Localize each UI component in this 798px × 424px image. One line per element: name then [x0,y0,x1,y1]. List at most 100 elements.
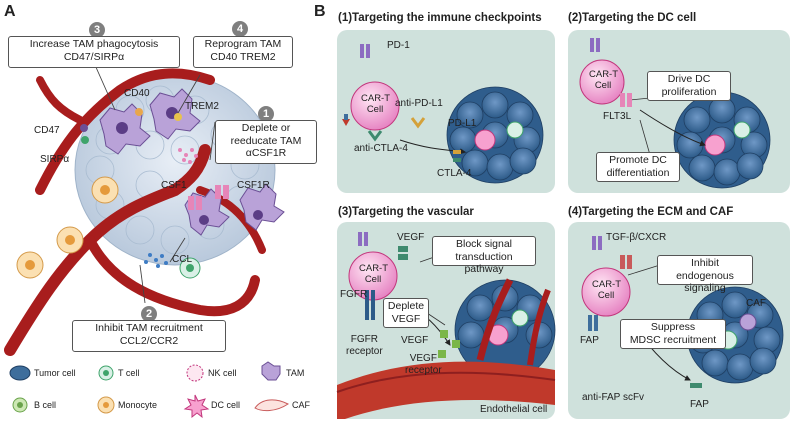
monocyte-cell [16,176,119,279]
blood-vessel-b3 [336,278,556,419]
pdl1-label: PD-L1 [448,118,477,129]
legend-dc-cell: DC cell [211,400,241,410]
promote-dc-line2: differentiation [606,166,670,179]
pd1-label: PD-1 [387,40,410,51]
step-4-badge: 4 [232,21,248,37]
fgfr-label: FGFR [340,289,368,300]
legend-t-cell: T cell [118,368,140,378]
step-1-box: Deplete or reeducate TAM αCSF1R [215,120,317,164]
legend-b-cell: B cell [34,400,57,410]
car-t-cells [348,59,631,317]
block-signal-box: Block signal transduction pathway [432,236,536,275]
vegf-receptor-line1: VEGF [409,353,437,364]
car-receptors [358,38,602,250]
ccl-label: CCL [172,254,193,265]
legend-tumor-cell: Tumor cell [34,368,76,378]
step-1-line3: αCSF1R [245,147,287,160]
b1-cart-line1: CAR-T [361,93,391,104]
step-3-box: Increase TAM phagocytosis CD47/SIRPα [8,36,180,68]
step-2-title: Inhibit TAM recruitment [95,322,203,334]
step-3-badge: 3 [89,22,105,38]
panel-b1-title: (1)Targeting the immune checkpoints [338,12,542,24]
suppress-line1: Suppress [650,321,696,333]
flt3l-label: FLT3L [603,111,632,122]
b2-cart-line1: CAR-T [589,69,619,80]
caf-icon [254,399,289,412]
tam-icon [261,361,281,381]
legend-caf: CAF [292,400,310,410]
promote-dc-box: Promote DC differentiation [596,152,680,182]
legend-monocyte: Monocyte [118,400,158,410]
vegf-top-label: VEGF [397,232,425,243]
deplete-line1: Deplete [387,300,425,312]
step-4-subtitle: CD40 TREM2 [210,50,276,63]
step-1-badge: 1 [258,106,274,122]
caf-label: CAF [746,298,766,309]
vegf-mid-label: VEGF [401,335,429,346]
tgf-label: TGF-β/CXCR [606,232,667,243]
fap-label: FAP [580,335,599,346]
drive-dc-box: Drive DC proliferation [647,71,731,101]
panel-a-letter: A [4,3,16,20]
inhibit-line1: Inhibit endogenous [676,257,734,282]
deplete-vegf-box: Deplete VEGF [383,298,429,328]
csf1-label: CSF1 [161,180,187,191]
panel-b3-title: (3)Targeting the vascular [338,206,474,218]
deplete-line2: VEGF [391,312,421,325]
block-signal-line1: Block signal [455,238,513,250]
sphere-accents [474,121,757,350]
step-4-box: Reprogram TAM CD40 TREM2 [193,36,293,68]
panel-b-letter: B [314,3,326,20]
panel-a-connectors [94,64,216,304]
cd40-label: CD40 [124,88,150,99]
anti-fap-label: anti-FAP scFv [582,392,645,403]
step-2-badge: 2 [141,306,157,322]
tumor-cell-icon [9,365,31,381]
inhibit-line2: signaling [684,282,726,295]
step-1-line2: reeducate TAM [230,134,302,147]
step-2-box: Inhibit TAM recruitment CCL2/CCR2 [72,320,226,352]
b4-cart-line1: CAR-T [592,279,622,290]
drive-dc-line2: proliferation [661,85,717,98]
endothelial-label: Endothelial cell [480,404,548,415]
anti-ctla4-label: anti-CTLA-4 [354,143,408,154]
step-1-line1: Deplete or [241,122,291,134]
cd47-label: CD47 [34,125,60,136]
csf1r-label: CSF1R [237,180,270,191]
trem2-label: TREM2 [185,101,219,112]
dc-cell-icon [183,394,210,419]
b4-cart-line2: Cell [597,289,615,301]
anti-pdl1-label: anti-PD-L1 [395,98,443,109]
ctla4-label: CTLA-4 [437,168,472,179]
panel-b4-title: (4)Targeting the ECM and CAF [568,206,734,218]
step-3-title: Increase TAM phagocytosis [29,38,159,50]
panel-b2-title: (2)Targeting the DC cell [568,12,697,24]
legend-icons [9,361,289,419]
fgfr-receptor-line2: receptor [346,345,383,357]
promote-dc-line1: Promote DC [609,154,667,166]
b3-cart-line2: Cell [364,273,382,285]
b3-cart-line1: CAR-T [359,263,389,274]
inhibit-box: Inhibit endogenous signaling [657,255,753,294]
step-3-subtitle: CD47/SIRPα [63,50,125,63]
sirpa-label: SIRPα [40,154,70,165]
fgfr-receptor-line1: FGFR [350,334,378,345]
fap2-label: FAP [690,399,709,410]
b1-cart-line2: Cell [366,103,384,115]
blood-vessel [4,144,211,356]
block-signal-line2: transduction pathway [455,250,513,276]
vegf-receptor-line2: receptor [405,364,442,376]
legend-nk-cell: NK cell [208,368,237,378]
suppress-line2: MDSC recruitment [629,333,717,346]
step-4-title: Reprogram TAM [204,38,282,50]
b2-cart-line2: Cell [594,79,612,91]
drive-dc-line1: Drive DC [667,73,711,85]
legend-tam: TAM [286,368,305,378]
step-2-subtitle: CCL2/CCR2 [119,334,179,347]
panel-b-molecules [342,93,702,388]
